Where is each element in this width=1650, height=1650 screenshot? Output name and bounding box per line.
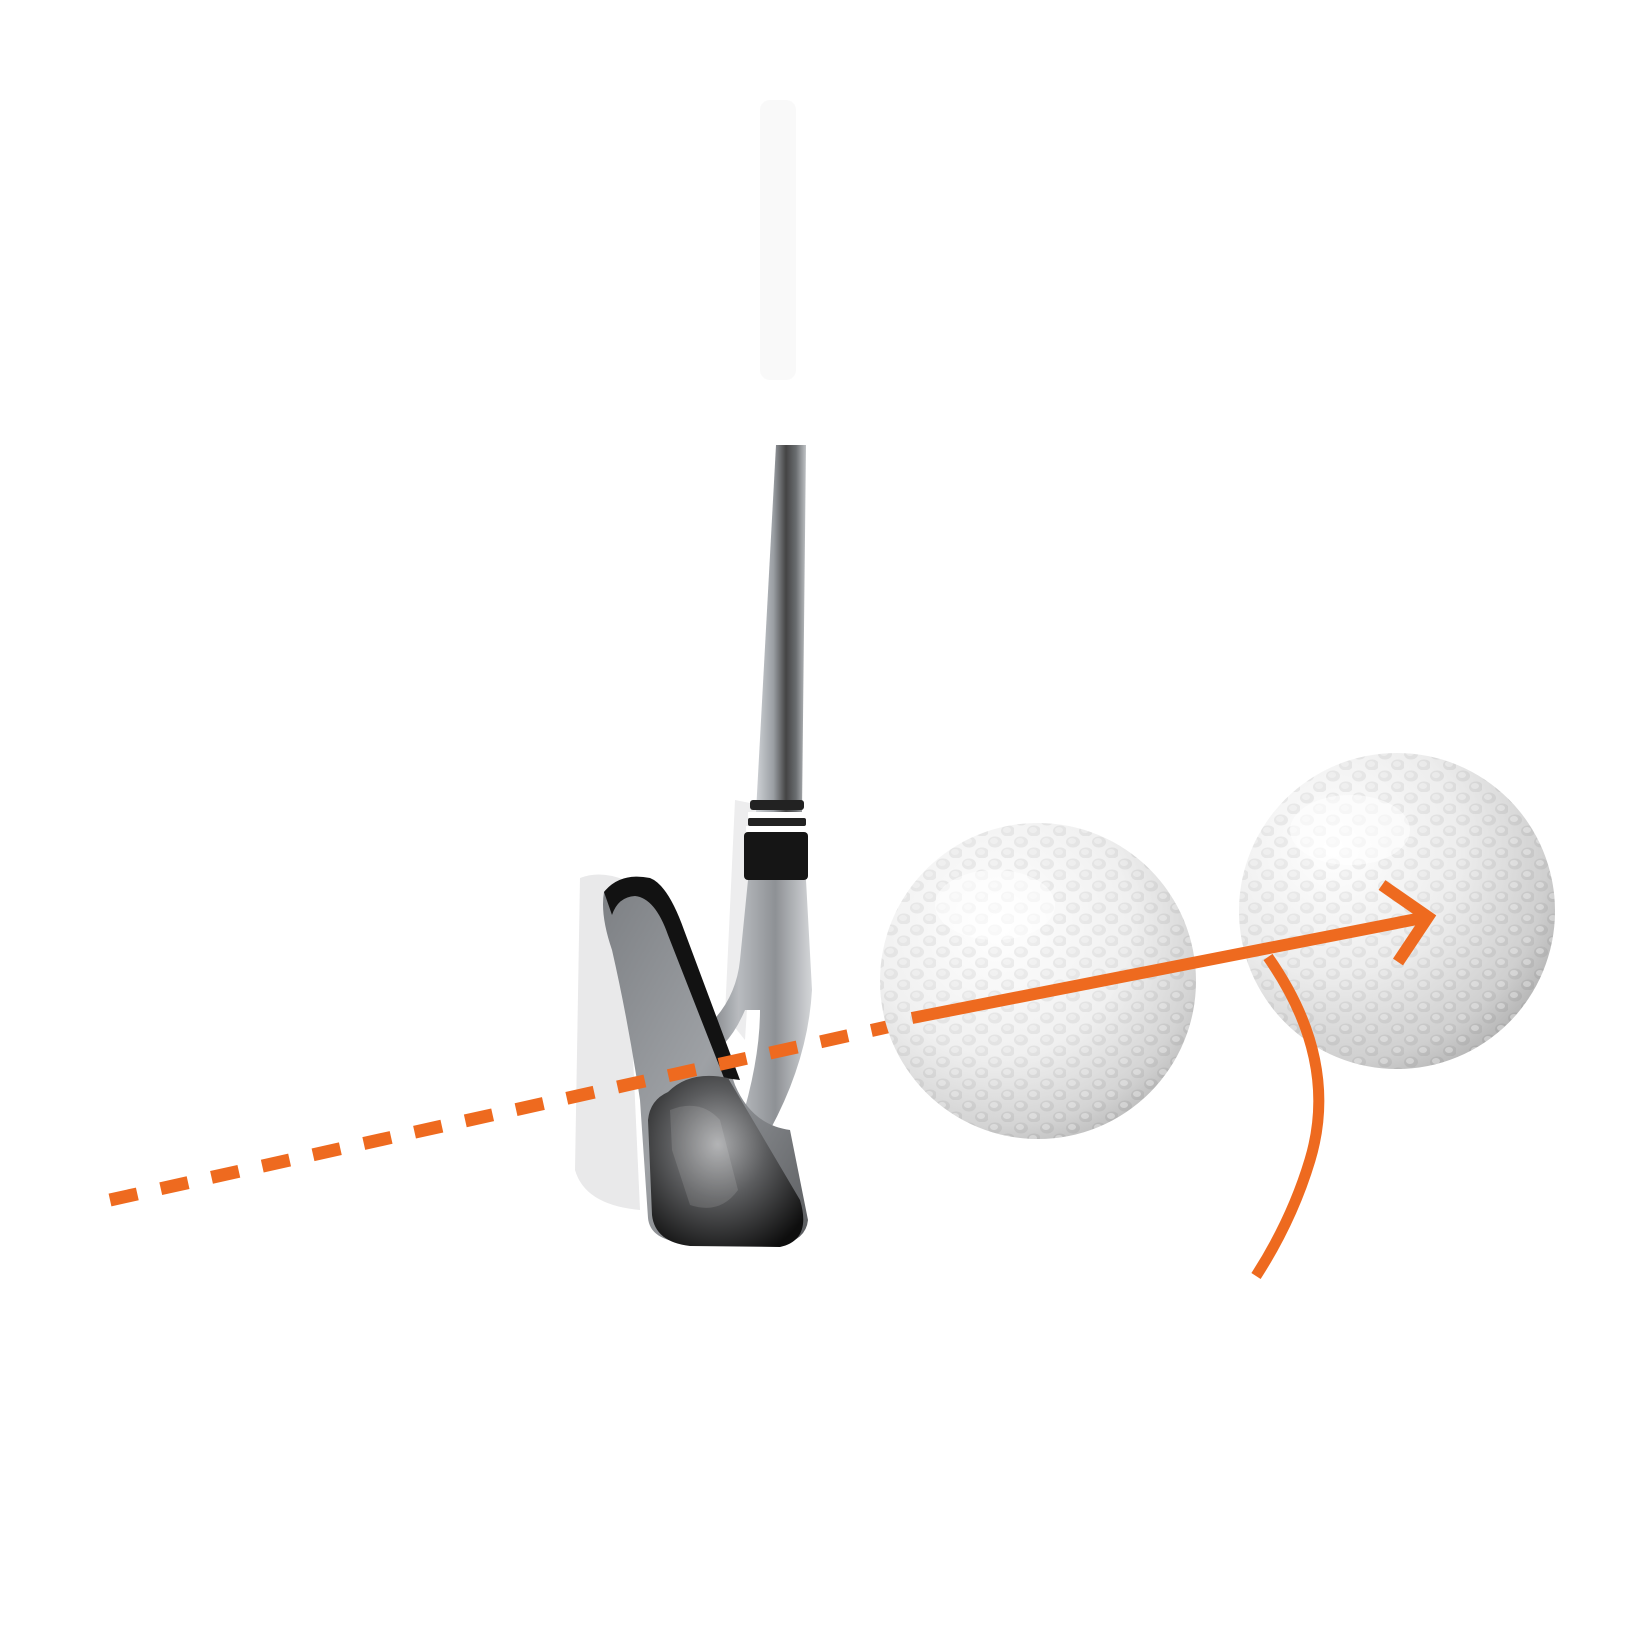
swing-path-line bbox=[108, 1016, 907, 1207]
club-hosel bbox=[690, 880, 812, 1130]
golf-ball-icon bbox=[880, 823, 1196, 1139]
club-ferrule bbox=[744, 800, 808, 880]
club-topline bbox=[604, 876, 740, 1080]
golf-ball-launch bbox=[1239, 753, 1555, 1069]
club-shaft bbox=[756, 445, 806, 812]
club-cavity bbox=[648, 1075, 804, 1247]
club-cavity-highlight bbox=[670, 1105, 738, 1208]
ball-flight-arrow bbox=[910, 912, 1424, 1024]
face-rotation-arc bbox=[1251, 953, 1325, 1279]
ball-flight-arrowhead bbox=[1378, 880, 1437, 966]
golf-iron-icon bbox=[603, 445, 812, 1247]
ghost-shaft bbox=[760, 100, 796, 380]
arrow-icon bbox=[910, 880, 1437, 1024]
